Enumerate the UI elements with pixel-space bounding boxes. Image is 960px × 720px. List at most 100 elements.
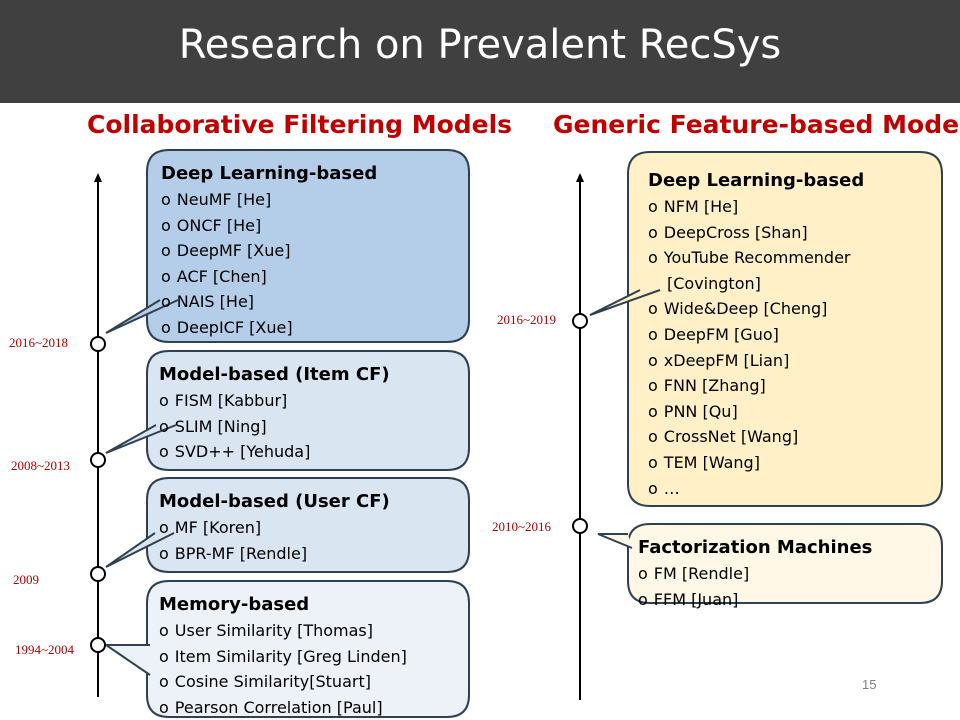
gf-callout-item: o FM [Rendle]	[638, 561, 872, 587]
item-text: Pearson Correlation [Paul]	[174, 697, 383, 717]
item-text: Wide&Deep [Cheng]	[663, 299, 828, 319]
gf-callout-box-0	[627, 151, 943, 507]
item-text: NAIS [He]	[176, 292, 255, 312]
bullet-marker: o	[161, 292, 171, 312]
bullet-marker: o	[648, 248, 658, 268]
cf-callout-3	[102, 580, 470, 718]
cf-callout-box-2	[146, 477, 470, 573]
bullet-marker: o	[161, 266, 171, 286]
cf-callout-title-2: Model-based (User CF)	[159, 491, 390, 512]
cf-callout-tail-1	[105, 424, 177, 454]
cf-timeline-node	[90, 566, 106, 582]
item-text: TEM [Wang]	[663, 452, 760, 472]
gf-timeline-arrowhead	[576, 173, 584, 182]
bullet-marker: o	[161, 241, 171, 261]
cf-callout-2	[105, 477, 470, 573]
gf-callout-1	[597, 523, 943, 604]
cf-timeline-date-label: 2016~2018	[9, 335, 69, 350]
gf-callout-0	[589, 151, 943, 507]
bullet-marker: o	[159, 442, 169, 462]
bullet-marker: o	[648, 222, 658, 242]
item-text: ACF [Chen]	[176, 266, 267, 286]
cf-timeline-date-label: 2008~2013	[11, 458, 71, 473]
item-text: ONCF [He]	[176, 215, 262, 235]
gf-callout-item: [Covington]	[648, 271, 864, 297]
bullet-marker: o	[648, 478, 658, 498]
item-text: xDeepFM [Lian]	[663, 350, 790, 370]
cf-callout-box-3	[146, 580, 470, 718]
gf-timeline-node	[572, 313, 588, 329]
bullet-marker: o	[161, 190, 171, 209]
bullet-marker: o	[648, 324, 658, 344]
cf-callout-title-3: Memory-based	[159, 594, 310, 615]
bullet-marker: o	[159, 697, 169, 717]
item-text: FFM [Juan]	[653, 589, 739, 609]
cf-timeline-date-label: 1994~2004	[15, 642, 75, 657]
slide-header	[0, 0, 960, 103]
cf-callout-item: o NeuMF [He]	[161, 187, 377, 213]
gf-section-title: Generic Feature-based Models	[553, 110, 960, 139]
cf-callout-0	[105, 149, 470, 343]
slide-title: Research on Prevalent RecSys	[178, 22, 782, 68]
item-text: DeepCross [Shan]	[663, 222, 808, 242]
bullet-marker: o	[648, 401, 658, 421]
cf-callout-title-0: Deep Learning-based	[161, 163, 378, 184]
bullet-marker: o	[648, 350, 658, 370]
gf-timeline-date-label: 2016~2019	[497, 312, 557, 327]
cf-section-title: Collaborative Filtering Models	[87, 110, 513, 139]
cf-callout-title-1: Model-based (Item CF)	[159, 364, 390, 385]
item-text: NFM [He]	[663, 197, 739, 216]
bullet-marker: o	[648, 197, 658, 216]
bullet-marker: o	[161, 215, 171, 235]
item-text: MF [Koren]	[174, 518, 262, 537]
item-text: DeepMF [Xue]	[176, 241, 291, 261]
bullet-marker: o	[648, 299, 658, 319]
item-text: CrossNet [Wang]	[663, 427, 799, 447]
bullet-marker: o	[159, 543, 169, 563]
cf-timeline-date-label: 2009	[13, 572, 39, 587]
bullet-marker: o	[161, 317, 171, 337]
gf-callout-tail-0	[589, 289, 661, 316]
item-text: YouTube Recommender	[663, 248, 851, 268]
cf-callout-box-1	[146, 350, 470, 471]
item-text: FNN [Zhang]	[663, 376, 766, 396]
item-text: DeepFM [Guo]	[663, 324, 779, 344]
cf-callout-1	[105, 350, 470, 471]
bullet-marker: o	[638, 564, 648, 583]
bullet-marker: o	[648, 376, 658, 396]
item-text: FM [Rendle]	[653, 564, 750, 583]
item-text: SLIM [Ning]	[174, 416, 267, 436]
item-text: [Covington]	[667, 273, 761, 293]
cf-callout-box-0	[146, 149, 470, 343]
page-number: 15	[862, 677, 877, 692]
item-text: NeuMF [He]	[176, 190, 272, 209]
gf-callout-item: o…	[648, 476, 864, 502]
gf-timeline-node	[572, 518, 588, 534]
gf-callout-tail-1	[597, 533, 633, 549]
gf-callout-item: o NFM [He]	[648, 194, 864, 220]
item-text: BPR-MF [Rendle]	[174, 543, 308, 563]
bullet-marker: o	[159, 416, 169, 436]
cf-timeline-node	[90, 336, 106, 352]
